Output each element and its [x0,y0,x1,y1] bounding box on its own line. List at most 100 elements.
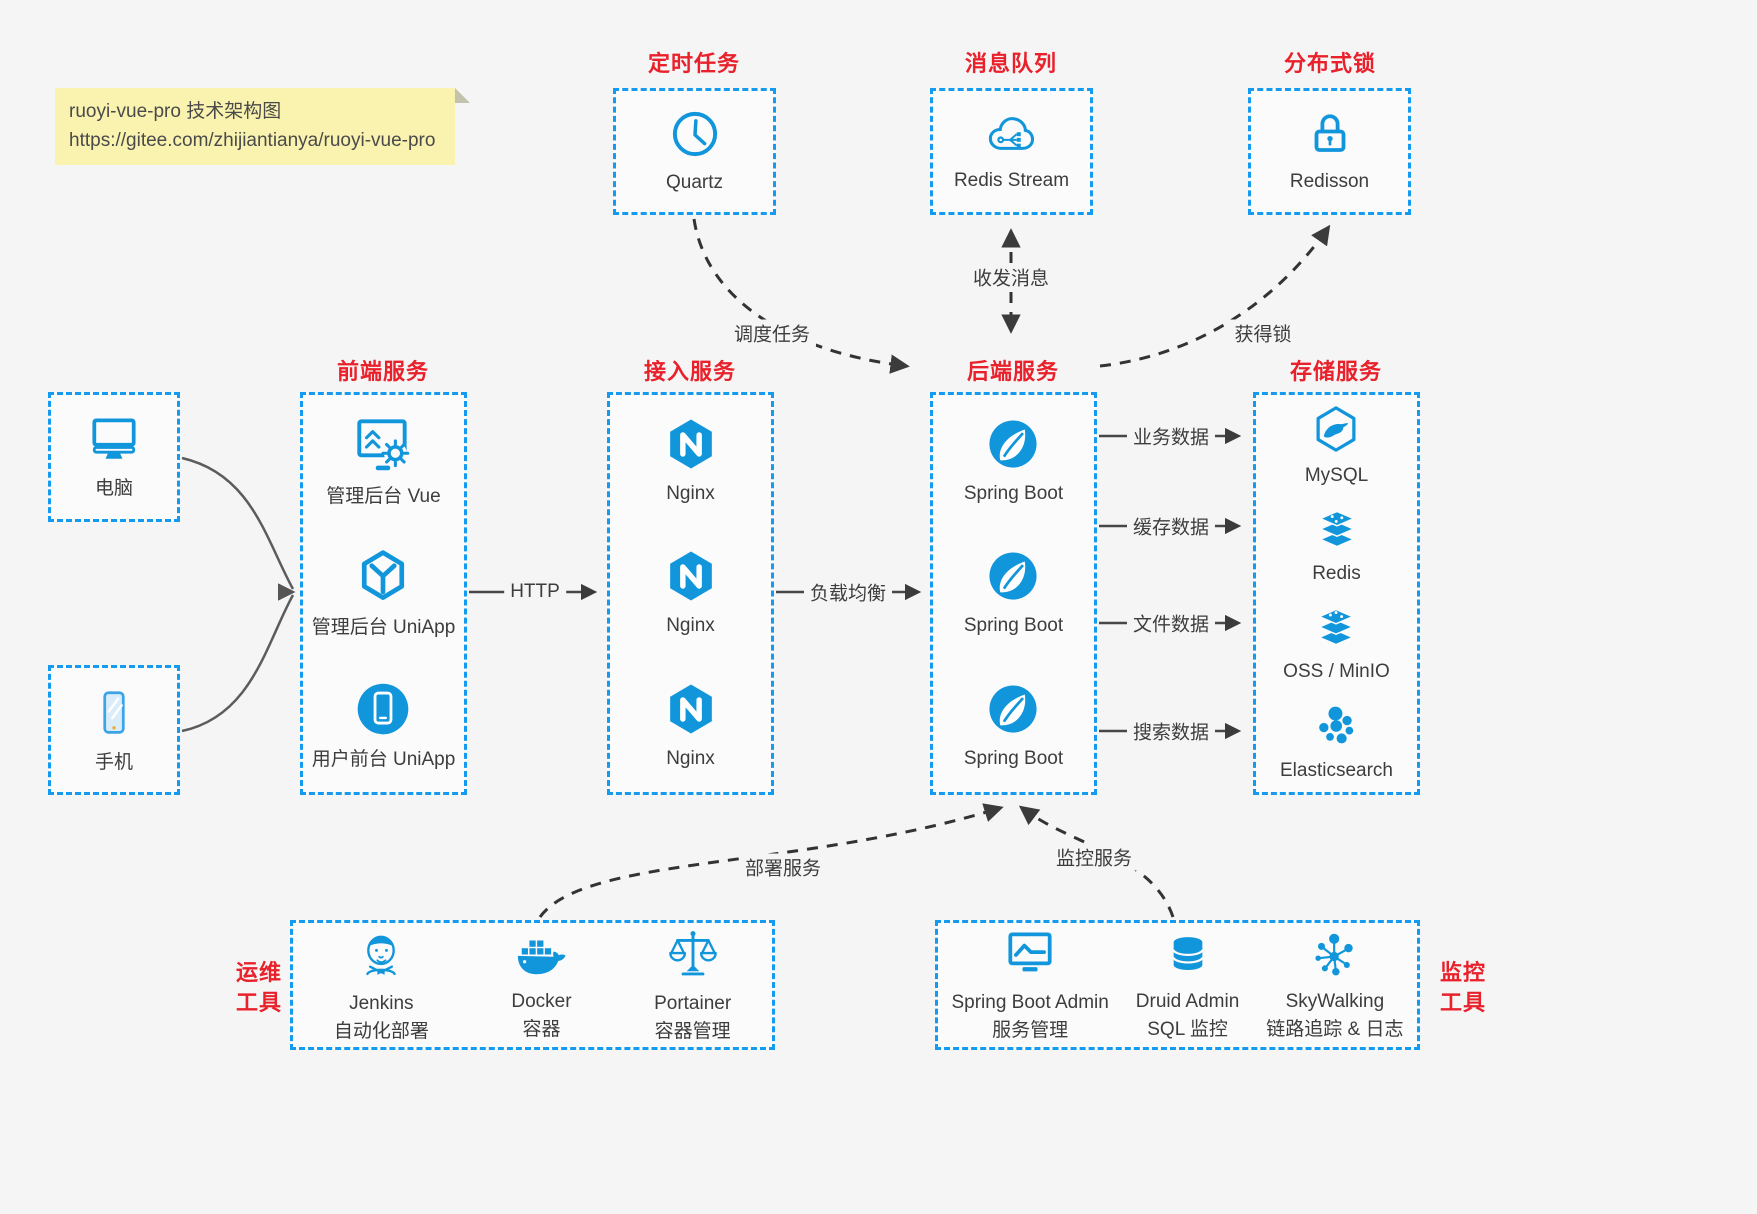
box-frontend-services: 管理后台 Vue 管理后台 UniApp 用户前台 UniApp [300,392,467,795]
title-storage-services: 存储服务 [1289,359,1383,384]
node-label: MySQL [1304,464,1369,486]
edge-label-acquire-lock: 获得锁 [1228,319,1298,347]
node-quartz: Quartz [666,106,723,197]
edge-label-send-receive: 收发消息 [966,263,1056,291]
node-nginx-3: Nginx [662,680,720,773]
node-label: Docker 容器 [511,990,572,1040]
node-druid: Druid Admin SQL 监控 [1135,927,1240,1043]
node-elasticsearch: Elasticsearch [1280,702,1393,785]
node-label: 电脑 [94,477,133,499]
node-label: Spring Boot [963,615,1064,637]
lock-icon [1314,114,1345,153]
node-user-uniapp: 用户前台 UniApp [311,679,456,774]
box-pc: 电脑 [48,392,180,522]
title-ops-tools: 运维 工具 [236,960,283,1015]
sticky-note-fold [455,88,470,103]
jenkins-icon [366,935,397,976]
title-distributed-lock: 分布式锁 [1283,51,1377,76]
node-label: Redis [1312,563,1361,585]
node-label: Spring Boot Admin 服务管理 [951,991,1109,1041]
node-admin-vue: 管理后台 Vue [326,414,441,511]
docker-whale-icon [518,940,567,975]
node-springboot-2: Spring Boot [964,547,1063,640]
node-skywalking: SkyWalking 链路追踪 & 日志 [1266,927,1403,1043]
box-quartz: Quartz [613,88,776,215]
title-backend-services: 后端服务 [966,359,1060,384]
edge-label-business-data: 业务数据 [1126,422,1216,450]
node-label: Jenkins 自动化部署 [333,992,429,1042]
node-label: 手机 [94,751,133,773]
node-jenkins: Jenkins 自动化部署 [334,925,429,1045]
edge-label-cache-data: 缓存数据 [1126,512,1216,540]
node-label: Nginx [666,615,715,637]
box-monitor-tools: Spring Boot Admin 服务管理 Druid Admin SQL 监… [935,920,1420,1050]
node-portainer: Portainer 容器管理 [654,925,731,1045]
elasticsearch-icon [1318,706,1353,744]
admin-vue-icon [357,418,410,470]
node-label: Nginx [666,747,715,769]
desktop-icon [92,418,136,459]
smartphone-icon [103,691,125,734]
node-redis: Redis [1311,505,1363,588]
node-oss-minio: OSS / MinIO [1283,603,1390,686]
node-nginx-1: Nginx [662,415,720,508]
database-icon [1172,937,1203,970]
edge-label-file-data: 文件数据 [1126,609,1216,637]
note-url: https://gitee.com/zhijiantianya/ruoyi-vu… [69,130,436,152]
node-docker: Docker 容器 [510,927,572,1043]
network-icon [1315,933,1353,976]
title-gateway-services: 接入服务 [643,359,737,384]
node-label: Nginx [666,482,715,504]
box-redisson: Redisson [1248,88,1411,215]
node-label: 管理后台 UniApp [311,617,456,639]
title-frontend-services: 前端服务 [336,359,430,384]
box-backend-services: Spring Boot Spring Boot Spring Boot [930,392,1097,795]
node-admin-uniapp: 管理后台 UniApp [311,547,456,642]
edge-label-http: HTTP [504,581,566,603]
node-label: Spring Boot [963,747,1064,769]
title-scheduled-task: 定时任务 [647,51,741,76]
nginx-icon [669,684,712,734]
node-label: Druid Admin SQL 监控 [1135,990,1240,1040]
nginx-icon [669,419,712,469]
sticky-note: ruoyi-vue-pro 技术架构图 https://gitee.com/zh… [55,88,470,165]
node-phone: 手机 [87,684,141,777]
edge-label-schedule-task: 调度任务 [727,319,817,347]
spring-icon [989,684,1038,733]
edge-label-load-balance: 负载均衡 [803,578,893,606]
node-label: SkyWalking 链路追踪 & 日志 [1266,990,1404,1040]
node-label: Redis Stream [953,170,1070,192]
node-label: Portainer 容器管理 [654,992,732,1042]
box-redis-stream: Redis Stream [930,88,1093,215]
nginx-icon [669,551,712,601]
node-redis-stream: Redis Stream [954,108,1069,195]
spring-icon [989,552,1038,600]
cube-icon [362,550,405,601]
title-message-queue: 消息队列 [964,51,1058,76]
scales-icon [668,931,717,976]
redis-stack-icon [1318,510,1355,548]
mysql-icon [1316,406,1356,452]
node-mysql: MySQL [1305,403,1368,490]
spring-icon [989,420,1038,468]
edge-label-monitor: 监控服务 [1049,843,1139,871]
box-ops-tools: Jenkins 自动化部署 Docker 容器 [290,920,775,1050]
node-springboot-admin: Spring Boot Admin 服务管理 [951,926,1109,1044]
node-label: Spring Boot [963,482,1064,504]
node-label: 管理后台 Vue [326,485,441,507]
box-storage-services: MySQL Redis OSS / MinIO [1253,392,1420,795]
clock-icon [672,112,717,157]
mobile-app-icon [358,683,409,735]
note-title: ruoyi-vue-pro 技术架构图 [69,101,282,122]
edge-pc-to-frontend [181,456,295,590]
node-nginx-2: Nginx [662,547,720,640]
node-label: Redisson [1289,171,1370,193]
node-redisson: Redisson [1290,107,1369,196]
node-label: 用户前台 UniApp [311,748,456,770]
box-gateway-services: Nginx Nginx Nginx [607,392,774,795]
monitor-chart-icon [1008,932,1052,972]
oss-stack-icon [1318,608,1355,646]
node-springboot-1: Spring Boot [964,415,1063,508]
